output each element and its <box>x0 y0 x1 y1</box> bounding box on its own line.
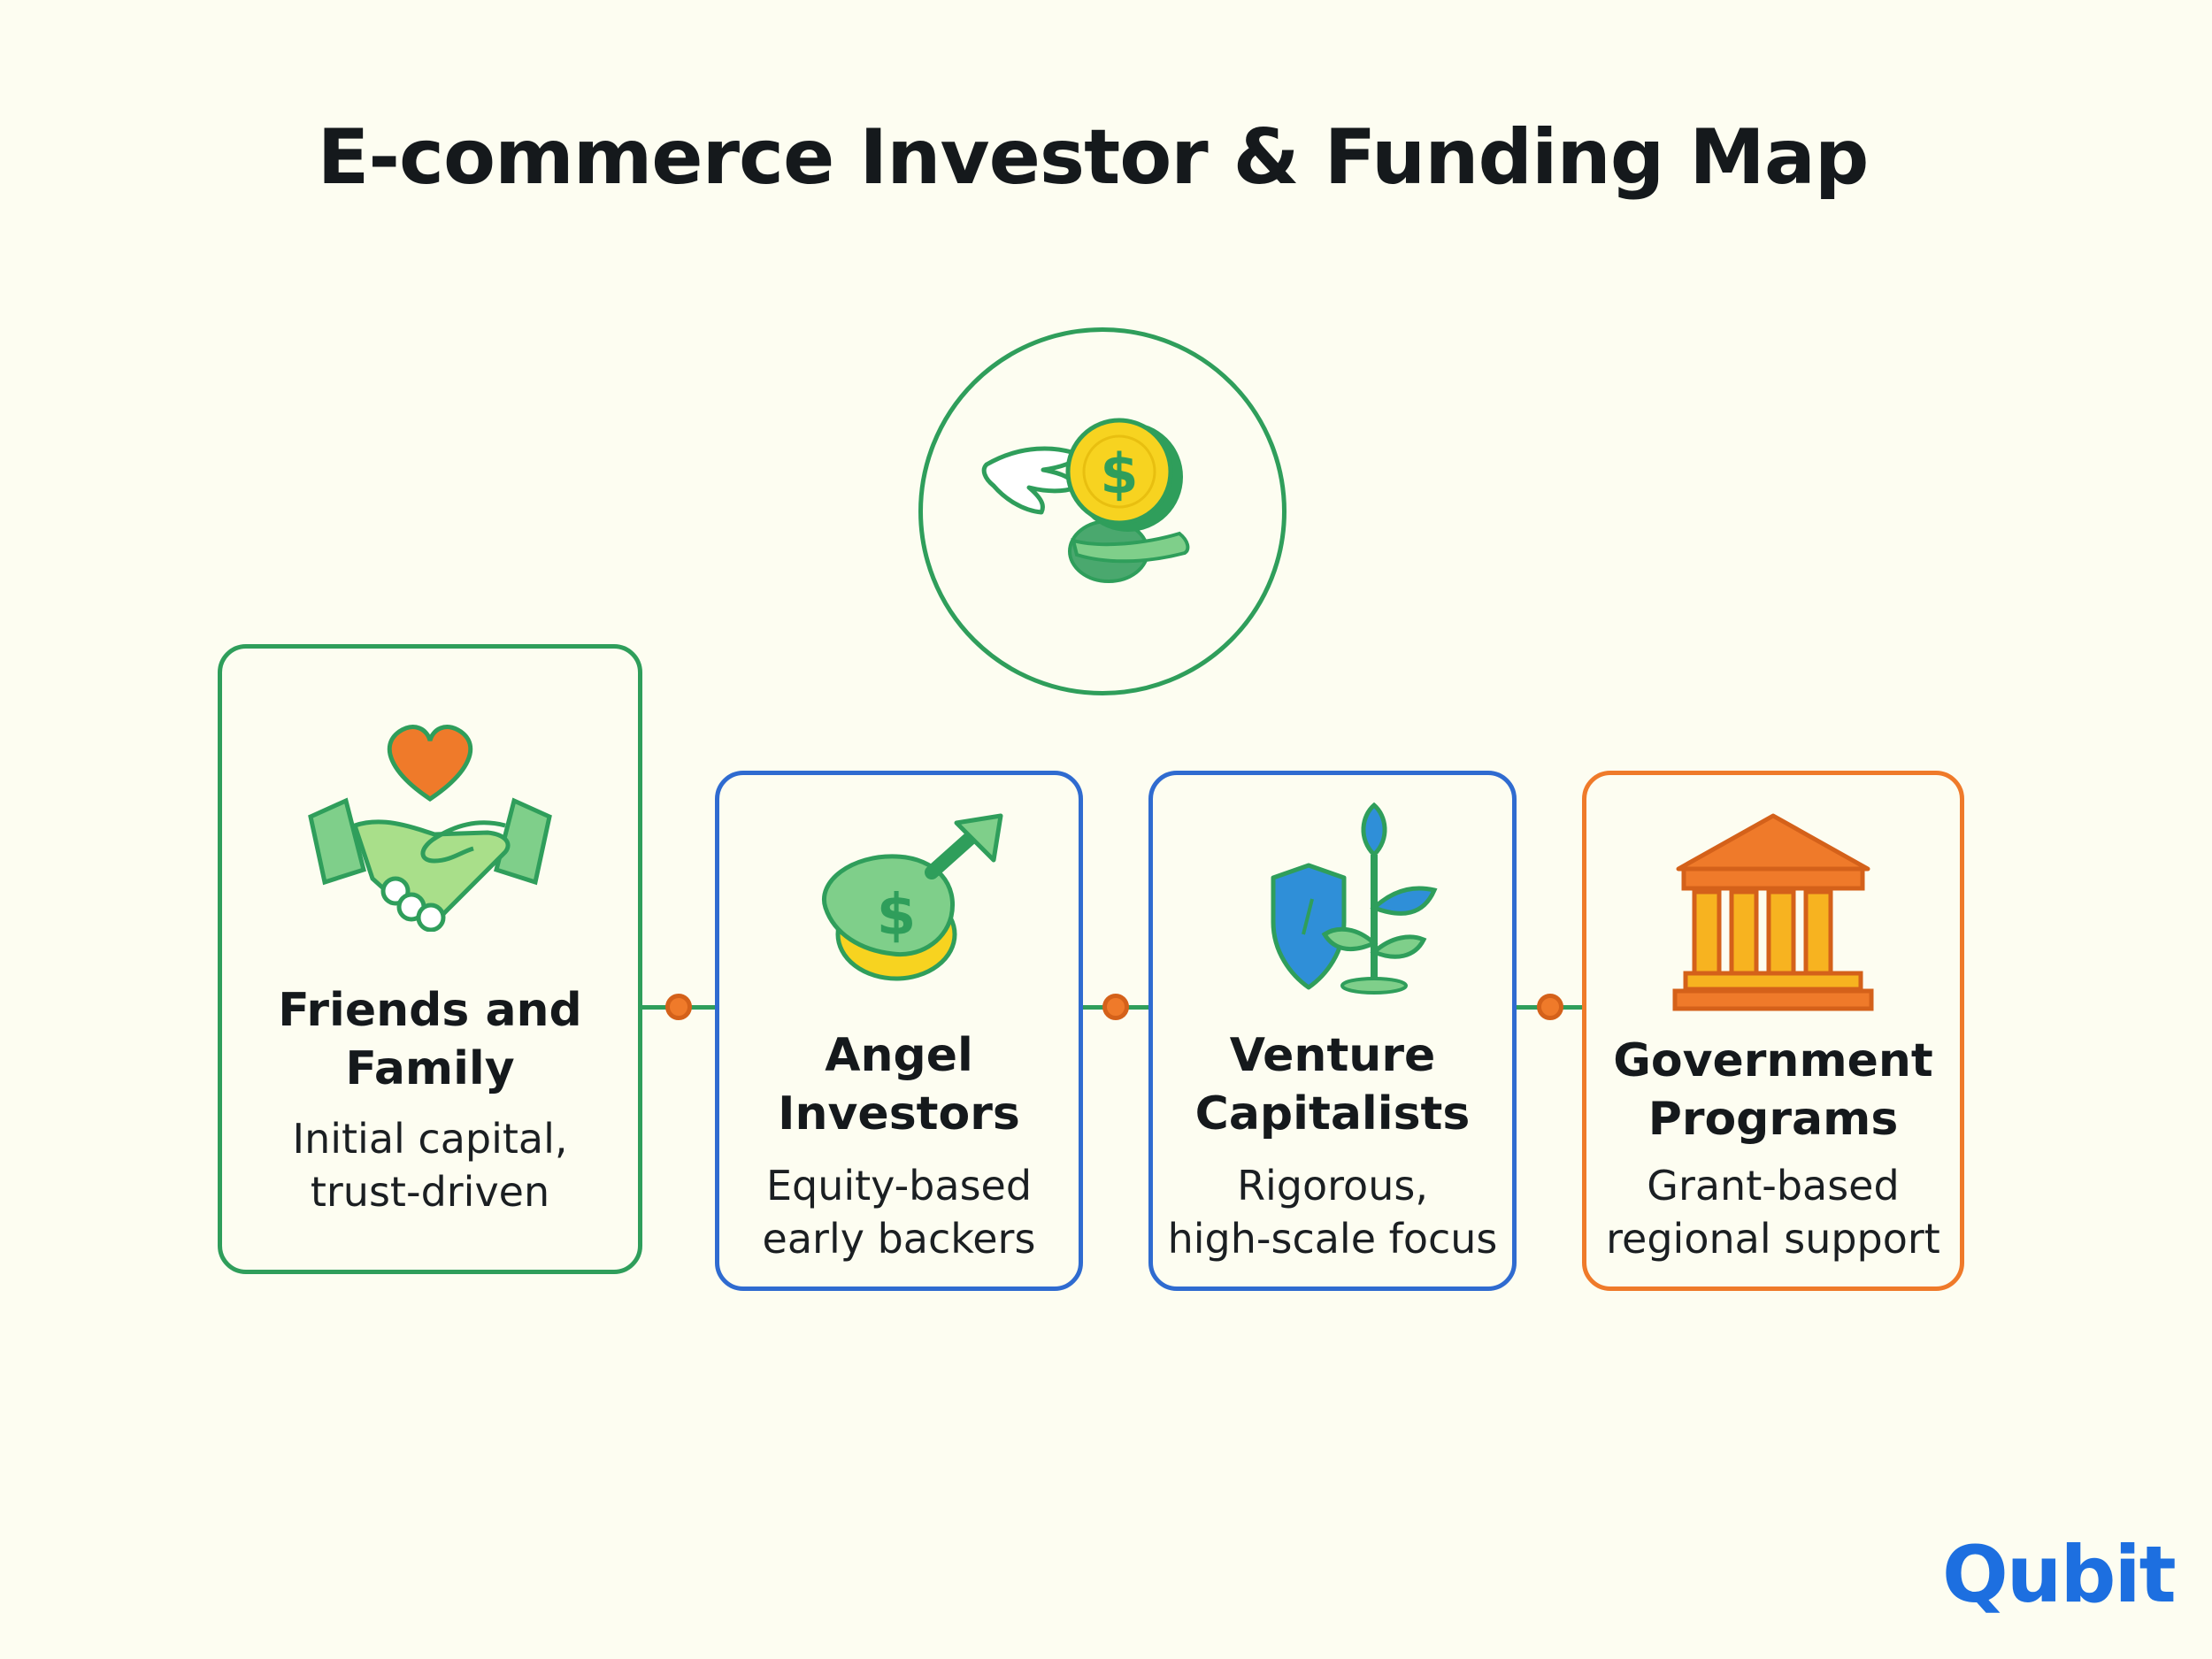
card-venture-capitalists: Venture Capitalists Rigorous, high-scale… <box>1148 771 1517 1291</box>
card-title: Government Programs <box>1613 1034 1933 1146</box>
card-description: Initial capital, trust-driven <box>292 1115 568 1216</box>
card-title: Angel Investors <box>778 1029 1020 1141</box>
card-description: Rigorous, high-scale focus <box>1167 1162 1498 1263</box>
handshake-heart-icon <box>308 725 552 932</box>
connector-node-3 <box>1537 994 1563 1020</box>
funding-hub: $ <box>918 327 1286 695</box>
connector-node-1 <box>665 994 692 1020</box>
svg-text:$: $ <box>1100 442 1138 506</box>
shield-plant-icon <box>1271 802 1438 995</box>
svg-text:$: $ <box>877 883 917 949</box>
card-angel-investors: $ Angel Investors Equity-based early bac… <box>715 771 1083 1291</box>
card-title: Friends and Family <box>278 984 582 1095</box>
government-building-icon <box>1672 813 1874 1011</box>
card-government-programs: Government Programs Grant-based regional… <box>1582 771 1964 1291</box>
brand-logo: Qubit <box>1942 1529 2177 1620</box>
card-description: Equity-based early backers <box>762 1162 1036 1263</box>
page-title: E-commerce Investor & Funding Map <box>317 113 1870 202</box>
connector-node-2 <box>1102 994 1129 1020</box>
card-friends-and-family: Friends and Family Initial capital, trus… <box>218 644 642 1274</box>
card-description: Grant-based regional support <box>1606 1162 1940 1263</box>
money-bag-growth-icon: $ <box>822 813 1003 981</box>
card-title: Venture Capitalists <box>1194 1029 1471 1141</box>
flying-money-icon: $ <box>981 418 1190 583</box>
